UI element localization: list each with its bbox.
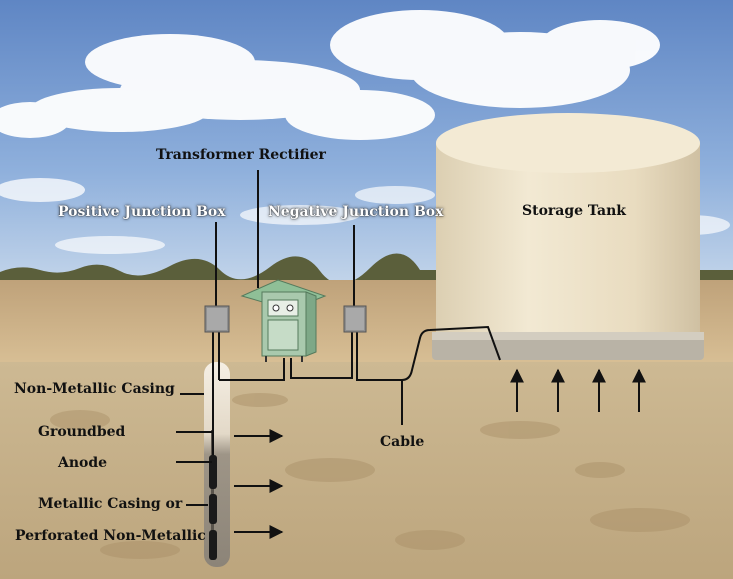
negative-junction-box-label: Negative Junction Box — [268, 204, 444, 220]
groundbed-label: Groundbed — [38, 424, 126, 440]
positive-junction-box — [204, 305, 230, 333]
non-metallic-casing-label: Non-Metallic Casing — [14, 381, 175, 397]
wiring — [176, 170, 501, 506]
soil-cross-section — [0, 362, 733, 579]
tank-current-arrows — [510, 368, 646, 412]
cable-label: Cable — [380, 434, 425, 450]
perforated-non-metallic-label: Perforated Non-Metallic — [15, 528, 206, 544]
anode-current-arrows — [234, 429, 284, 539]
metallic-casing-label: Metallic Casing or — [38, 496, 183, 512]
storage-tank-label: Storage Tank — [522, 203, 626, 219]
anode-label: Anode — [58, 455, 108, 471]
storage-tank — [432, 113, 704, 360]
transformer-rectifier-label: Transformer Rectifier — [156, 147, 326, 163]
anode-string — [209, 455, 217, 560]
transformer-rectifier-cabinet — [240, 279, 327, 362]
negative-junction-box — [343, 305, 367, 333]
clouds — [0, 10, 730, 254]
soil-speckles — [50, 393, 690, 559]
positive-junction-box-label: Positive Junction Box — [58, 204, 226, 220]
